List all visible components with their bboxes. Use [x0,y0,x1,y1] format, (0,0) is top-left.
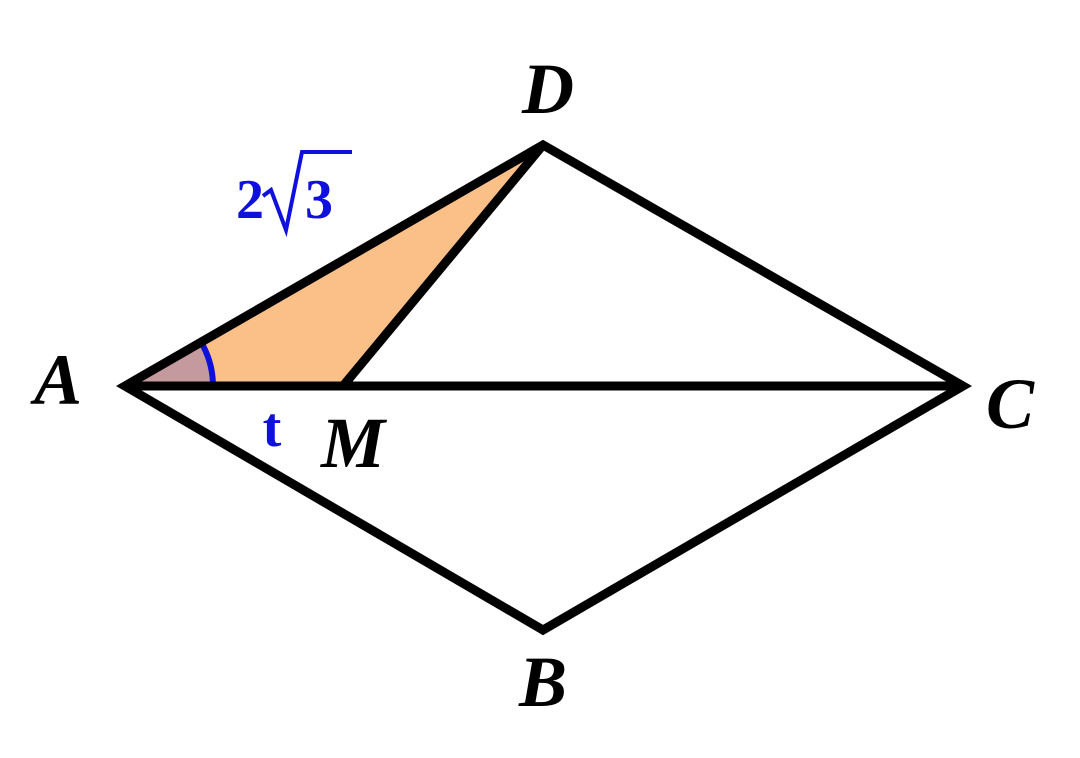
vertex-label-M: M [320,403,388,483]
vertex-label-C: C [986,364,1035,444]
vertex-label-A: A [30,340,82,420]
side-length-label-AD: 2 3 [236,150,352,238]
vertex-label-D: D [521,49,574,129]
side-length-coefficient: 2 [236,169,264,231]
segment-length-label-AM: t [263,397,282,459]
segment-DM [339,142,547,389]
vertex-label-B: B [518,642,567,722]
radical-sign [261,150,352,238]
side-length-radicand: 3 [305,169,333,231]
